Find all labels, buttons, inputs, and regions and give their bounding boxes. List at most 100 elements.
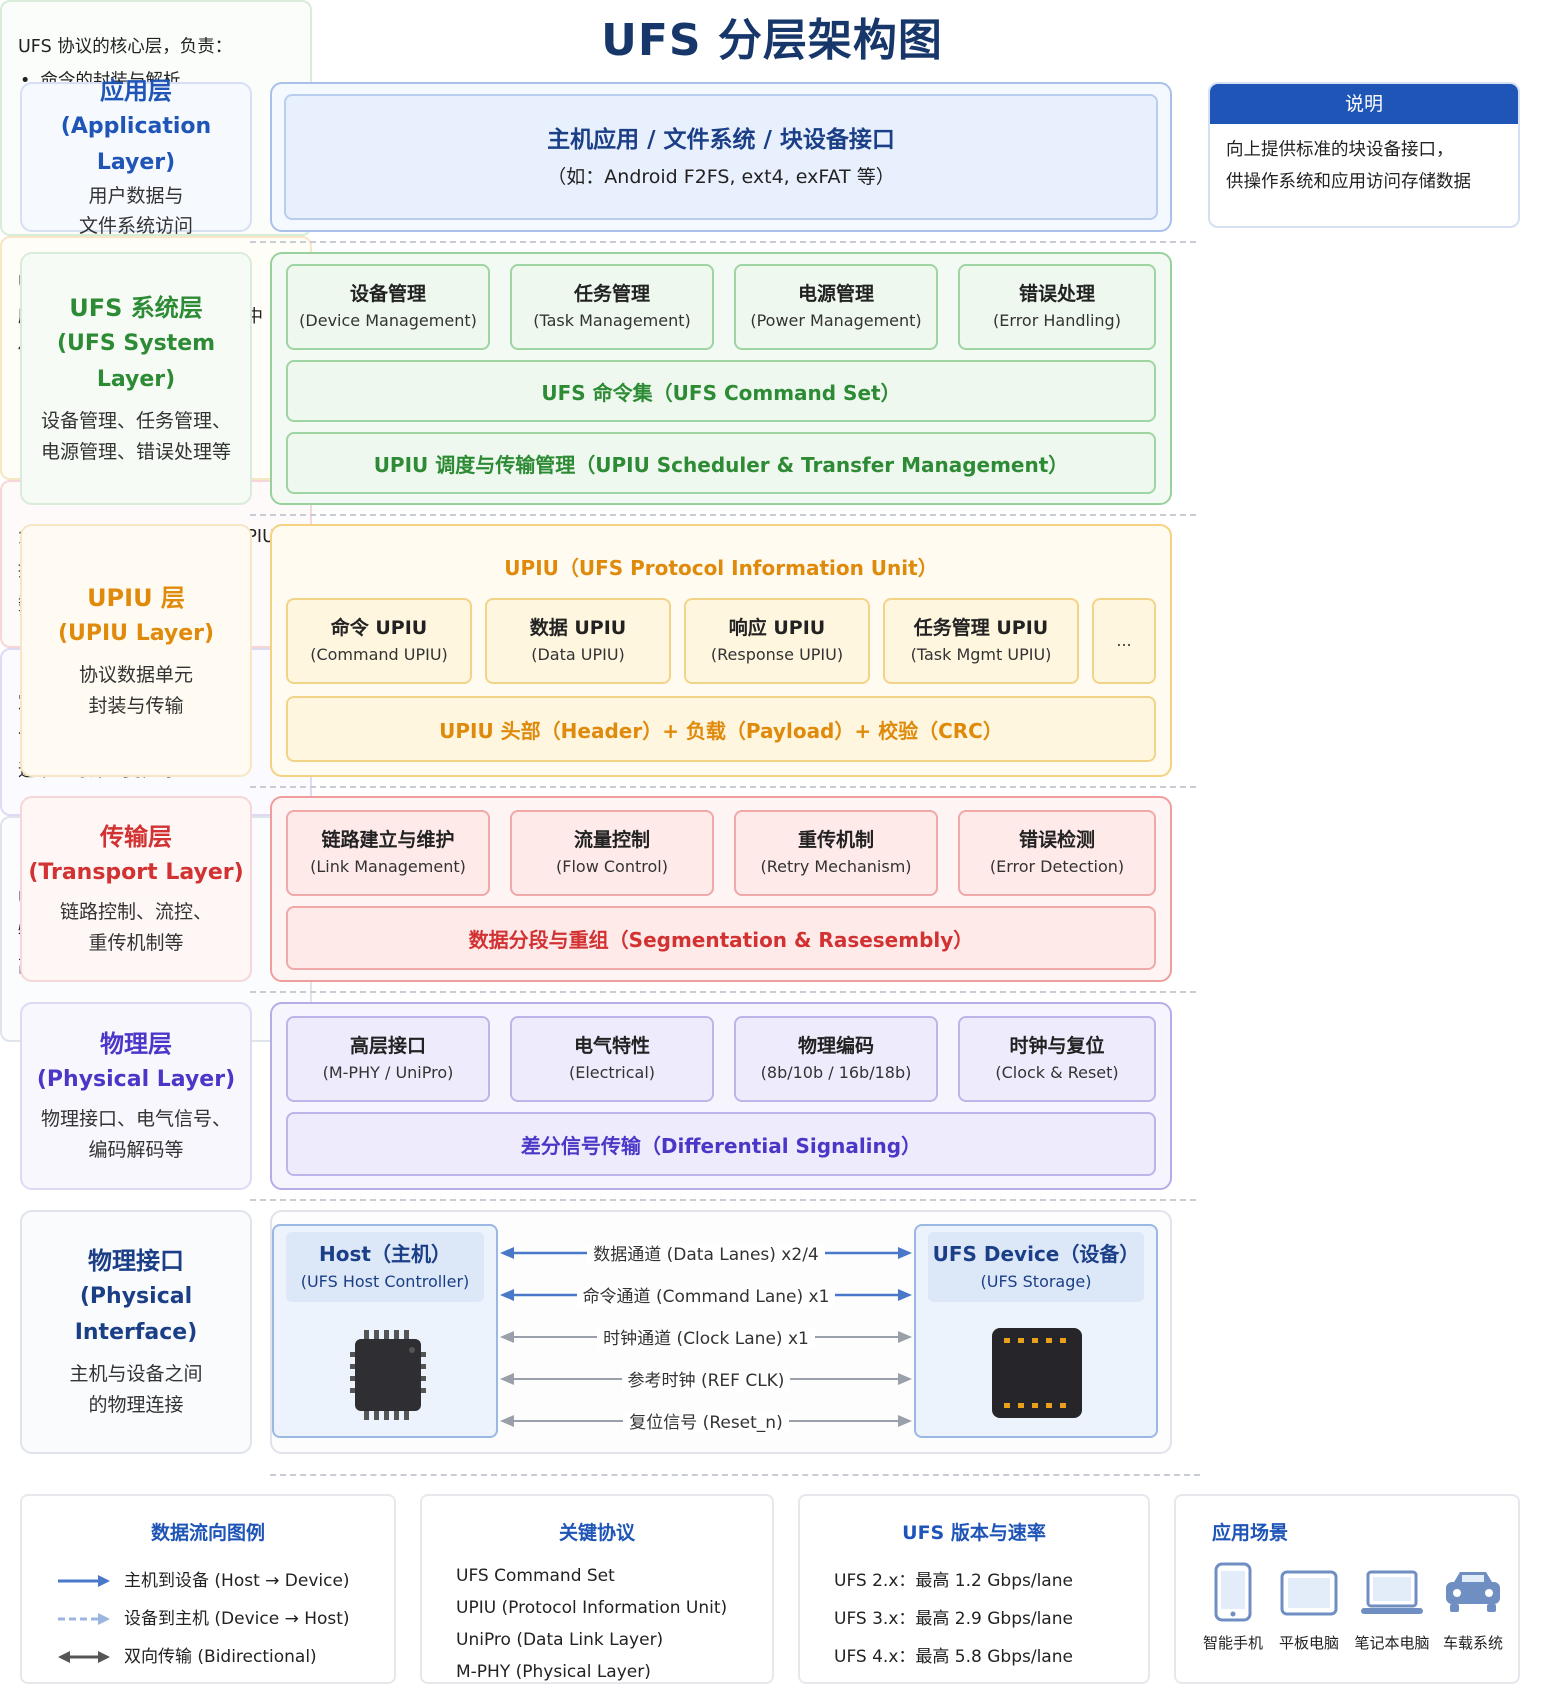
module-name: 重传机制 xyxy=(797,829,874,851)
physical-layer-container: 高层接口 (M-PHY / UniPro) 电气特性 (Electrical) … xyxy=(270,1002,1172,1190)
physical-layer-desc-2: 编码解码等 xyxy=(88,1139,184,1161)
car-icon xyxy=(1446,1572,1500,1612)
separator xyxy=(250,241,1196,243)
system-module-task-management: 任务管理 (Task Management) xyxy=(510,264,714,350)
module-name: 响应 UPIU xyxy=(728,617,826,639)
system-note-intro: UFS 协议的核心层，负责： xyxy=(18,37,233,57)
module-name-en: (Device Management) xyxy=(299,311,477,330)
scenario-label: 平板电脑 xyxy=(1278,1634,1339,1652)
upiu-module-command: 命令 UPIU (Command UPIU) xyxy=(286,598,472,684)
upiu-module-task-mgmt: 任务管理 UPIU (Task Mgmt UPIU) xyxy=(883,598,1079,684)
physical-module-electrical: 电气特性 (Electrical) xyxy=(510,1016,714,1102)
lane-data: 数据通道 (Data Lanes) x2/4 xyxy=(500,1238,912,1268)
differential-signaling-bar: 差分信号传输（Differential Signaling） xyxy=(286,1112,1156,1176)
host-subtitle: (UFS Host Controller) xyxy=(300,1272,470,1291)
segmentation-bar: 数据分段与重组（Segmentation & Rasesembly） xyxy=(286,906,1156,970)
module-name: 数据 UPIU xyxy=(529,617,627,639)
application-layer-name-en: (Application Layer) xyxy=(60,114,212,175)
legend-data-flow: 数据流向图例 主机到设备 (Host → Device) 设备到主机 (Devi… xyxy=(20,1494,396,1684)
upiu-layer-name: UPIU 层 xyxy=(87,583,185,612)
application-note-line-2: 供操作系统和应用访问存储数据 xyxy=(1226,172,1471,192)
system-layer-desc-2: 电源管理、错误处理等 xyxy=(40,440,231,463)
transport-layer-desc-1: 链路控制、流控、 xyxy=(59,901,212,923)
upiu-module-data: 数据 UPIU (Data UPIU) xyxy=(485,598,671,684)
module-name: 流量控制 xyxy=(573,829,650,851)
note-header: 说明 xyxy=(1210,84,1518,124)
host-box: Host（主机） (UFS Host Controller) xyxy=(272,1224,498,1438)
module-name-en: (Clock & Reset) xyxy=(995,1063,1119,1082)
module-name-en: (M-PHY / UniPro) xyxy=(322,1063,454,1082)
module-name: 任务管理 xyxy=(573,283,650,305)
transport-module-link-management: 链路建立与维护 (Link Management) xyxy=(286,810,490,896)
transport-module-retry: 重传机制 (Retry Mechanism) xyxy=(734,810,938,896)
device-title: UFS Device（设备） xyxy=(932,1242,1140,1266)
module-name: 电源管理 xyxy=(797,283,874,305)
transport-layer-label: 传输层 (Transport Layer) 链路控制、流控、 重传机制等 xyxy=(20,796,252,982)
interface-container: Host（主机） (UFS Host Controller) UFS Devic… xyxy=(270,1210,1172,1454)
physical-layer-desc-1: 物理接口、电气信号、 xyxy=(40,1108,231,1130)
module-name: 错误处理 xyxy=(1018,283,1095,305)
smartphone-icon xyxy=(1214,1562,1252,1622)
separator xyxy=(250,1199,1196,1201)
module-name-en: (Retry Mechanism) xyxy=(760,857,912,876)
scenario-label: 车载系统 xyxy=(1442,1634,1503,1652)
module-name: 链路建立与维护 xyxy=(321,829,455,851)
transport-module-flow-control: 流量控制 (Flow Control) xyxy=(510,810,714,896)
interface-desc-2: 的物理连接 xyxy=(88,1394,184,1416)
module-name-en: (Power Management) xyxy=(750,311,922,330)
legend-item: UFS 4.x：最高 5.8 Gbps/lane xyxy=(834,1647,1073,1667)
module-name-en: (8b/10b / 16b/18b) xyxy=(760,1063,912,1082)
lane-ref-clk: 参考时钟 (REF CLK) xyxy=(500,1364,912,1394)
application-main-subtitle: （如：Android F2FS, ext4, exFAT 等） xyxy=(547,166,895,188)
host-chip-icon xyxy=(350,1330,426,1420)
lane-reset: 复位信号 (Reset_n) xyxy=(500,1406,912,1436)
scenario-label: 智能手机 xyxy=(1202,1634,1263,1652)
legend-versions: UFS 版本与速率 UFS 2.x：最高 1.2 Gbps/lane UFS 3… xyxy=(798,1494,1150,1684)
module-name: 任务管理 UPIU xyxy=(913,617,1049,639)
ufs-command-set-bar: UFS 命令集（UFS Command Set） xyxy=(286,360,1156,422)
separator xyxy=(250,991,1196,993)
application-note-line-1: 向上提供标准的块设备接口， xyxy=(1226,140,1454,160)
bidirectional-arrow-icon xyxy=(58,1651,110,1663)
interface-name-en: (Physical Interface) xyxy=(74,1284,198,1345)
transport-layer-name-en: (Transport Layer) xyxy=(28,860,244,885)
module-name: 命令 UPIU xyxy=(330,617,428,639)
upiu-structure-bar: UPIU 头部（Header）+ 负载（Payload）+ 校验（CRC） xyxy=(286,696,1156,762)
legend-scenarios: 应用场景 智能手机 平板电脑 笔记本电脑 车载系统 xyxy=(1174,1494,1520,1684)
system-layer-name-en: (UFS System Layer) xyxy=(56,330,216,392)
arrow-right-icon xyxy=(58,1575,110,1587)
module-name: 错误检测 xyxy=(1018,829,1095,851)
physical-layer-label: 物理层 (Physical Layer) 物理接口、电气信号、 编码解码等 xyxy=(20,1002,252,1190)
upiu-layer-desc-2: 封装与传输 xyxy=(88,694,184,717)
legend-item: 双向传输 (Bidirectional) xyxy=(124,1647,317,1667)
legend-item: 主机到设备 (Host → Device) xyxy=(124,1571,350,1591)
interface-name: 物理接口 xyxy=(88,1247,184,1275)
legend-item: UPIU (Protocol Information Unit) xyxy=(456,1598,728,1618)
legend-title: UFS 版本与速率 xyxy=(902,1522,1046,1544)
separator xyxy=(250,786,1196,788)
legend-item: 设备到主机 (Device → Host) xyxy=(124,1609,350,1629)
module-name: 物理编码 xyxy=(797,1035,874,1057)
device-box: UFS Device（设备） (UFS Storage) xyxy=(914,1224,1158,1438)
physical-module-high-level-interface: 高层接口 (M-PHY / UniPro) xyxy=(286,1016,490,1102)
upiu-layer-name-en: (UPIU Layer) xyxy=(57,620,215,646)
upiu-scheduler-bar: UPIU 调度与传输管理（UPIU Scheduler & Transfer M… xyxy=(286,432,1156,494)
module-name: 电气特性 xyxy=(573,1035,650,1057)
transport-layer-name: 传输层 xyxy=(100,823,172,851)
module-name-en: (Error Detection) xyxy=(989,857,1125,876)
lane-clock: 时钟通道 (Clock Lane) x1 xyxy=(500,1322,912,1352)
system-layer-container: 设备管理 (Device Management) 任务管理 (Task Mana… xyxy=(270,252,1172,505)
lane-command: 命令通道 (Command Lane) x1 xyxy=(500,1280,912,1310)
application-note: 说明 向上提供标准的块设备接口， 供操作系统和应用访问存储数据 xyxy=(1208,82,1520,228)
application-layer-label: 应用层 (Application Layer) 用户数据与 文件系统访问 xyxy=(20,77,252,237)
lane-label: 命令通道 (Command Lane) x1 xyxy=(576,1287,836,1307)
module-name-en: (Task Mgmt UPIU) xyxy=(910,645,1052,664)
scenario-label: 笔记本电脑 xyxy=(1354,1634,1430,1652)
physical-layer-name: 物理层 xyxy=(100,1030,172,1058)
physical-layer-name-en: (Physical Layer) xyxy=(36,1067,236,1092)
tablet-icon xyxy=(1280,1570,1338,1616)
lane-label: 复位信号 (Reset_n) xyxy=(623,1413,789,1433)
transport-module-error-detection: 错误检测 (Error Detection) xyxy=(958,810,1156,896)
system-module-error-handling: 错误处理 (Error Handling) xyxy=(958,264,1156,350)
diagram-title: UFS 分层架构图 xyxy=(601,15,943,66)
